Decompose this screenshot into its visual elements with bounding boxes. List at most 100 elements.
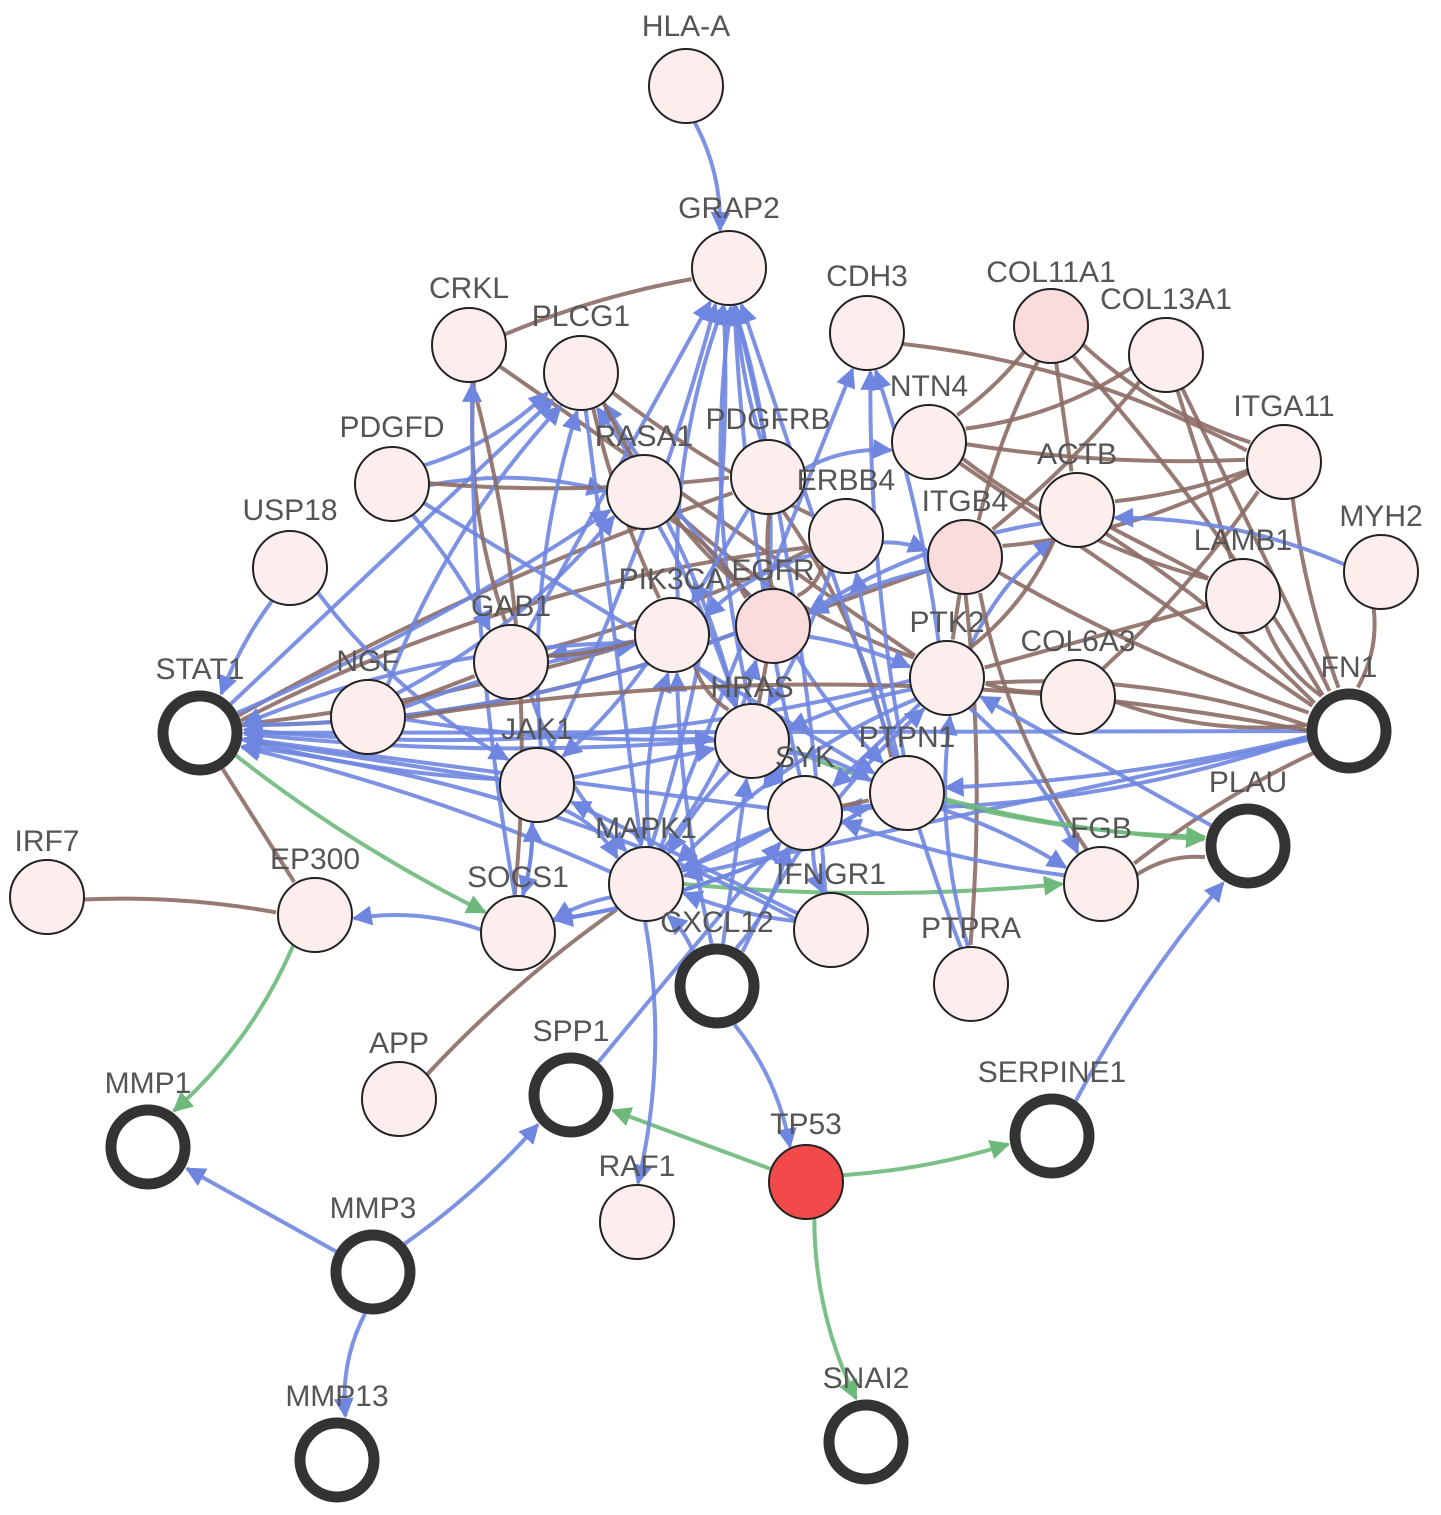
node-ptpra[interactable]: [933, 946, 1009, 1022]
edge-egfr-ptk2: [808, 634, 912, 669]
node-myh2[interactable]: [1343, 534, 1419, 610]
edge-actb-ptk2: [969, 538, 1057, 649]
edge-pdgfrb-pik3ca: [690, 507, 751, 604]
node-itgb4[interactable]: [927, 519, 1003, 595]
node-col11a1[interactable]: [1013, 288, 1089, 364]
node-label-ep300: EP300: [270, 843, 360, 876]
node-lamb1[interactable]: [1205, 558, 1281, 634]
node-plau[interactable]: [1205, 803, 1291, 889]
edge-socs1-ep300: [351, 905, 482, 932]
edge-fn1-fgb: [1132, 751, 1314, 866]
node-label-app: APP: [369, 1027, 429, 1060]
node-col13a1[interactable]: [1128, 317, 1204, 393]
node-socs1[interactable]: [480, 895, 556, 971]
node-usp18[interactable]: [252, 530, 328, 606]
node-crkl[interactable]: [431, 307, 507, 383]
edge-plcg1-mapk1: [583, 409, 649, 848]
node-label-itgb4: ITGB4: [922, 485, 1009, 518]
node-label-stat1: STAT1: [156, 653, 245, 686]
edge-cxcl12-pik3ca: [667, 671, 714, 945]
node-col6a3[interactable]: [1040, 659, 1116, 735]
node-tp53[interactable]: [768, 1144, 844, 1220]
node-hla-a[interactable]: [648, 48, 724, 124]
edge-usp18-jak1: [316, 591, 510, 762]
node-gab1[interactable]: [473, 624, 549, 700]
node-cxcl12[interactable]: [674, 943, 760, 1029]
node-fgb[interactable]: [1063, 846, 1139, 922]
node-label-hla-a: HLA-A: [642, 10, 730, 43]
node-stat1[interactable]: [157, 690, 243, 776]
edge-pik3ca-jak1: [561, 661, 649, 758]
node-plcg1[interactable]: [543, 335, 619, 411]
edge-hras-mapk1: [667, 769, 732, 855]
node-cdh3[interactable]: [829, 295, 905, 371]
edge-fgb-syk: [841, 818, 1066, 878]
node-pik3ca[interactable]: [634, 597, 710, 673]
edge-col13a1-itgb4: [991, 379, 1142, 531]
edge-fgb-itgb4: [978, 592, 1089, 851]
edge-myh2-fn1: [1356, 608, 1377, 689]
node-ep300[interactable]: [277, 877, 353, 953]
node-label-mapk1: MAPK1: [595, 812, 697, 845]
node-egfr[interactable]: [735, 588, 811, 664]
node-jak1[interactable]: [499, 747, 575, 823]
node-erbb4[interactable]: [808, 498, 884, 574]
node-label-pik3ca: PIK3CA: [619, 563, 726, 596]
node-pdgfd[interactable]: [354, 446, 430, 522]
edge-ntn4-fn1: [958, 461, 1314, 708]
node-fn1[interactable]: [1306, 688, 1392, 774]
node-ntn4[interactable]: [891, 404, 967, 480]
node-label-tp53: TP53: [770, 1108, 842, 1141]
node-ptk2[interactable]: [909, 640, 985, 716]
edge-socs1-jak1: [520, 821, 543, 897]
node-label-fn1: FN1: [1321, 651, 1378, 684]
edge-pdgfrb-grap2: [727, 304, 764, 442]
node-snai2[interactable]: [823, 1399, 909, 1485]
node-label-syk: SYK: [775, 741, 835, 774]
edge-stat1-plcg1: [229, 398, 555, 706]
edge-ptk2-cdh3: [872, 369, 941, 643]
edge-crkl-grap2: [503, 277, 692, 337]
node-rasa1[interactable]: [606, 454, 682, 530]
edge-plau-ptk2: [979, 695, 1212, 828]
node-ngf[interactable]: [330, 679, 406, 755]
node-label-ptpn1: PTPN1: [859, 721, 956, 754]
nodes-layer: [9, 48, 1419, 1503]
node-syk[interactable]: [767, 775, 843, 851]
edge-stat1-ep300: [221, 767, 296, 884]
node-label-ngf: NGF: [336, 645, 399, 678]
node-irf7[interactable]: [9, 859, 85, 935]
edge-ptk2-hras: [787, 687, 913, 731]
node-actb[interactable]: [1039, 472, 1115, 548]
node-grap2[interactable]: [691, 230, 767, 306]
edge-ptk2-mapk1: [676, 697, 918, 864]
node-mapk1[interactable]: [608, 846, 684, 922]
node-app[interactable]: [361, 1061, 437, 1137]
node-mmp3[interactable]: [330, 1229, 416, 1315]
node-serpine1[interactable]: [1009, 1093, 1095, 1179]
node-label-hras: HRAS: [710, 671, 793, 704]
node-pdgfrb[interactable]: [730, 439, 806, 515]
edge-itga11-fn1: [1290, 497, 1341, 689]
edge-irf7-ep300: [83, 896, 277, 915]
edge-pdgfrb-egfr: [765, 513, 774, 588]
edge-app-mapk1: [425, 907, 618, 1077]
node-label-usp18: USP18: [242, 494, 337, 527]
edge-lamb1-fn1: [1263, 624, 1323, 698]
node-ptpn1[interactable]: [869, 755, 945, 831]
node-spp1[interactable]: [528, 1052, 614, 1138]
node-ifngr1[interactable]: [793, 892, 869, 968]
node-itga11[interactable]: [1246, 424, 1322, 500]
edge-col11a1-itgb4: [976, 359, 1040, 521]
node-label-itga11: ITGA11: [1233, 390, 1334, 423]
node-hras[interactable]: [714, 703, 790, 779]
node-label-ntn4: NTN4: [890, 370, 968, 403]
edge-col11a1-fn1: [1071, 354, 1325, 697]
node-mmp1[interactable]: [105, 1104, 191, 1190]
edge-col11a1-ntn4: [956, 350, 1026, 417]
node-raf1[interactable]: [599, 1184, 675, 1260]
node-mmp13[interactable]: [294, 1417, 380, 1503]
edge-itga11-actb: [1114, 468, 1249, 504]
edge-lamb1-ptk2: [984, 603, 1208, 670]
